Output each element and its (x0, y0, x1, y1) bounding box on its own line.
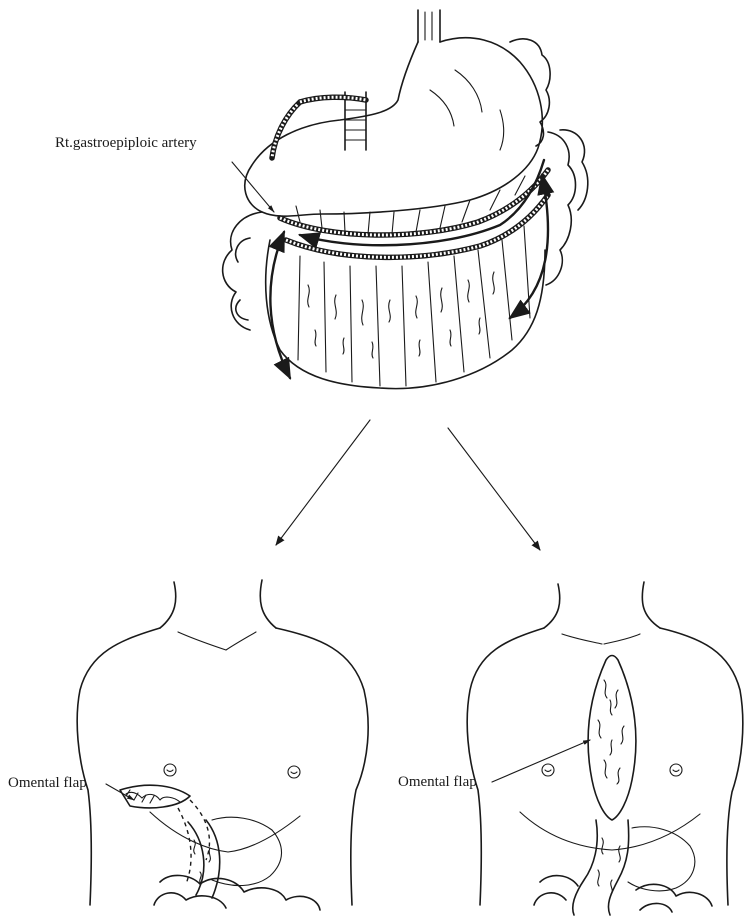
stomach-omentum-illustration (223, 10, 588, 389)
arrow-to-left-panel (276, 420, 370, 545)
right-torso-illustration (467, 582, 743, 915)
omental-flap-label-right: Omental flap (398, 774, 477, 791)
arrow-to-right-panel (448, 428, 540, 550)
right-flap-leader-line (492, 740, 590, 782)
left-torso-illustration (77, 580, 368, 910)
omental-flap-label-left: Omental flap (8, 775, 87, 792)
artery-label: Rt.gastroepiploic artery (55, 135, 197, 152)
artery-leader-line (232, 162, 274, 212)
